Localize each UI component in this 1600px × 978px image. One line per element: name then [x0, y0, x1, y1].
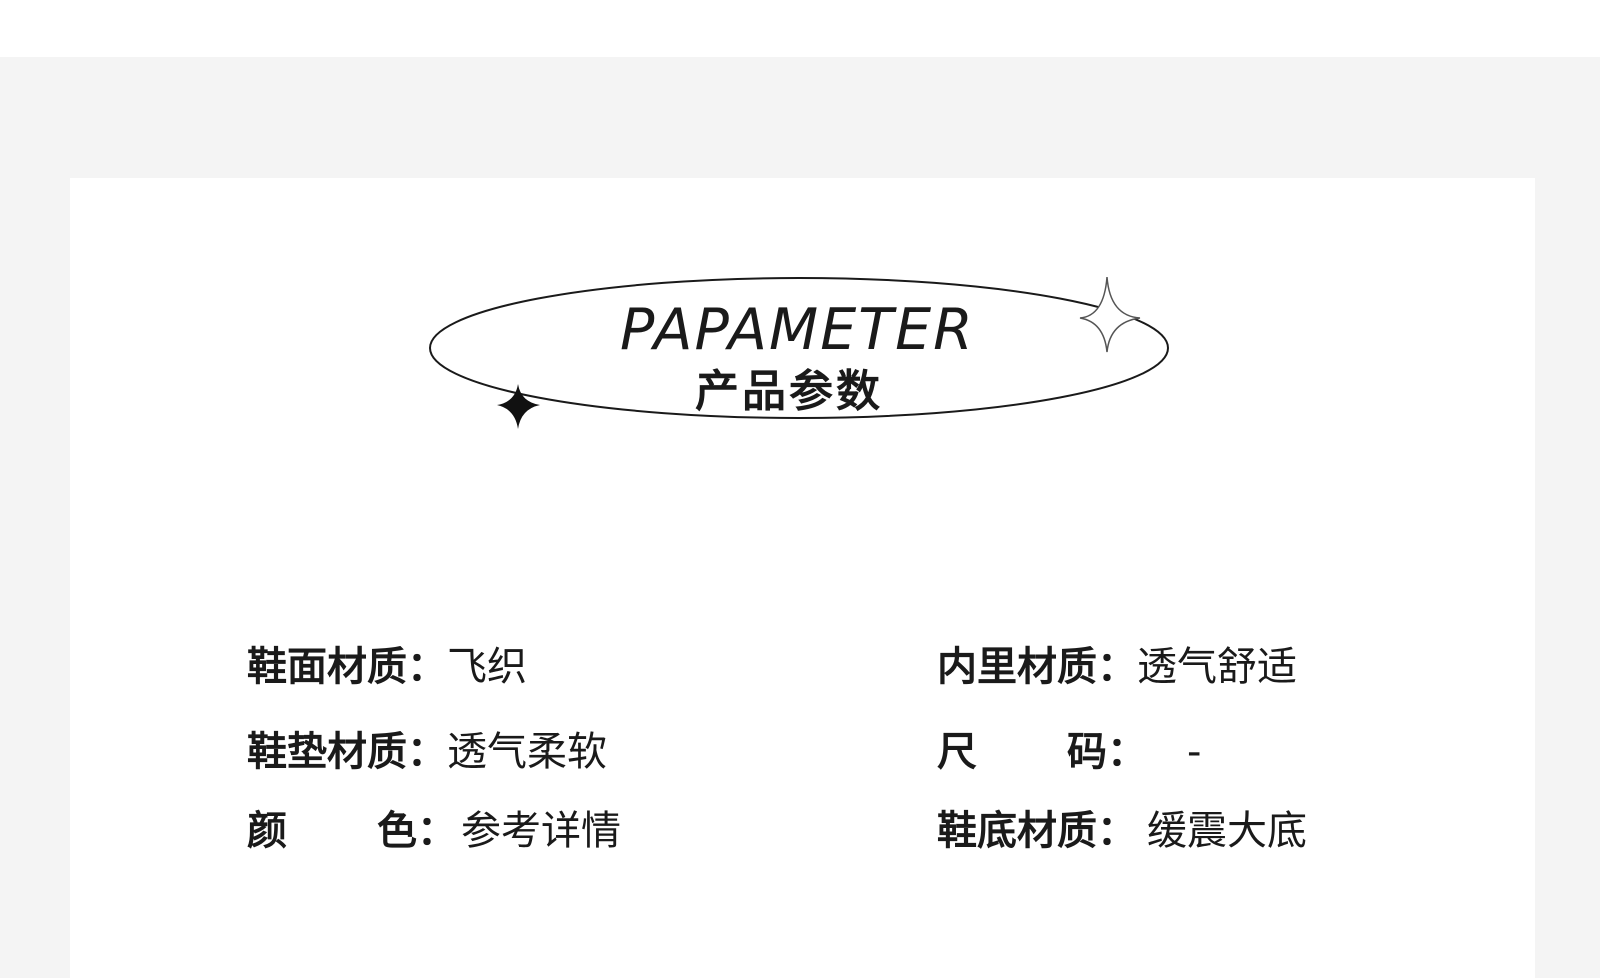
param-value: 透气舒适	[1137, 644, 1297, 690]
param-upper-material: 鞋面材质：飞织	[247, 647, 527, 687]
param-label-part2: 码：	[1067, 729, 1147, 775]
param-label: 鞋面材质：	[247, 644, 447, 690]
title-chinese: 产品参数	[695, 366, 883, 417]
param-label-part2: 色：	[377, 808, 457, 854]
param-lining-material: 内里材质：透气舒适	[937, 647, 1297, 687]
param-value: -	[1187, 729, 1202, 775]
param-value: 飞织	[447, 644, 527, 690]
param-label: 内里材质：	[937, 644, 1137, 690]
param-label: 鞋底材质：	[937, 808, 1137, 854]
param-label: 鞋垫材质：	[247, 729, 447, 775]
title-english: PAPAMETER	[620, 297, 975, 363]
param-label-part1: 颜	[247, 808, 287, 854]
param-sole-material: 鞋底材质：缓震大底	[937, 811, 1307, 851]
param-insole-material: 鞋垫材质：透气柔软	[247, 732, 607, 772]
param-color: 颜 色：参考详情	[247, 811, 621, 851]
param-label-part1: 尺	[937, 729, 977, 775]
param-value: 透气柔软	[447, 729, 607, 775]
top-white-band	[0, 0, 1600, 57]
param-value: 缓震大底	[1147, 808, 1307, 854]
param-size: 尺 码：-	[937, 732, 1201, 772]
param-value: 参考详情	[461, 808, 621, 854]
